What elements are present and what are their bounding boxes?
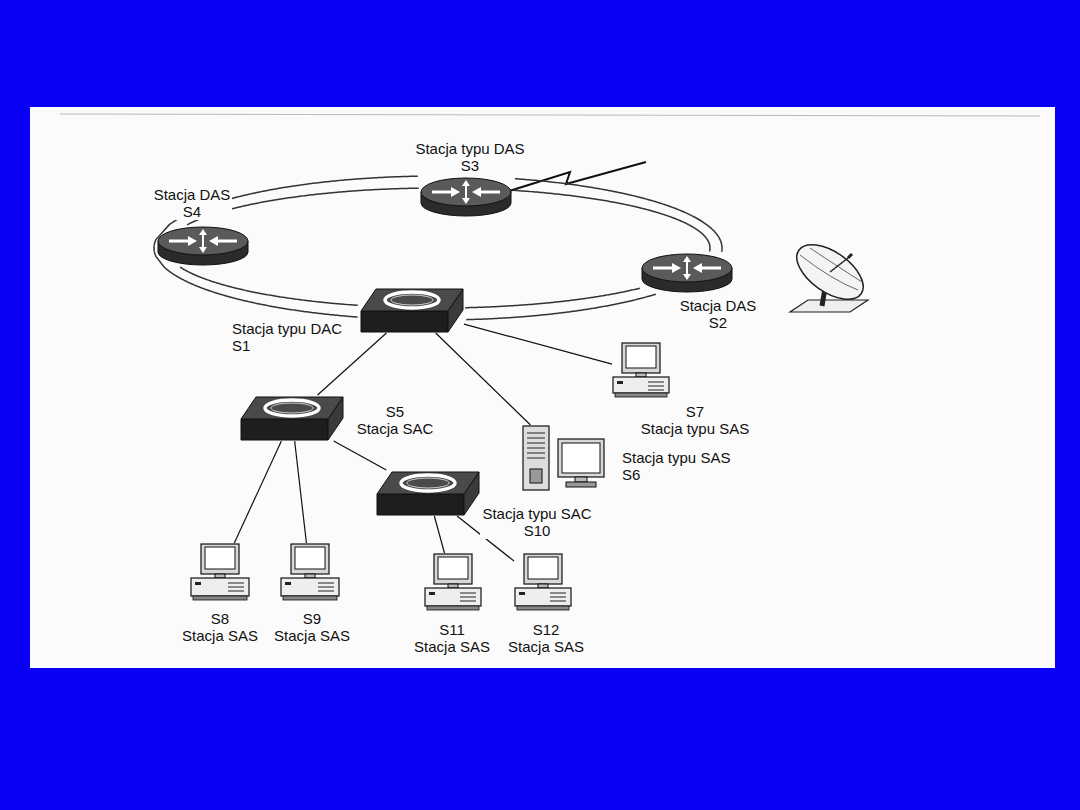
network-station: Stacja typu DAS S3	[420, 177, 512, 217]
station-label: S8 Stacja SAS	[180, 610, 260, 644]
link-line	[436, 333, 531, 425]
connection-line	[334, 441, 387, 470]
link-line	[234, 441, 281, 543]
station-label: S9 Stacja SAS	[272, 610, 352, 644]
station-label: S11 Stacja SAS	[412, 621, 492, 655]
network-station: S8 Stacja SAS	[190, 543, 250, 605]
das-station-icon	[420, 177, 512, 217]
workstation-icon	[612, 342, 670, 402]
station-label: Stacja DAS S2	[678, 297, 759, 331]
server-icon	[522, 425, 607, 491]
network-station: Stacja DAS S2	[641, 253, 733, 293]
ring-inner-line	[514, 190, 710, 251]
station-label: Stacja typu SAS S6	[620, 449, 732, 483]
connection-line	[464, 324, 612, 364]
satellite-dish	[787, 234, 872, 312]
workstation-icon	[424, 553, 482, 615]
link-line	[295, 441, 307, 543]
connection-line	[434, 516, 444, 553]
network-station: S9 Stacja SAS	[280, 543, 340, 605]
network-station: S5 Stacja SAC	[240, 395, 344, 441]
scan-edge	[60, 114, 1040, 116]
network-station: Stacja typu DAC S1	[360, 287, 464, 333]
concentrator-icon	[360, 287, 464, 333]
ring-inner-line	[465, 288, 640, 307]
station-label: Stacja DAS S4	[152, 186, 233, 220]
station-label: S7 Stacja typu SAS	[639, 403, 751, 437]
fddi-ring-segment	[465, 288, 656, 319]
link-line	[334, 441, 387, 470]
connection-line	[295, 441, 307, 543]
radio-link-bolt	[506, 162, 646, 192]
link-line	[464, 324, 612, 364]
link-line	[434, 516, 444, 553]
network-station: Stacja typu SAC S10	[376, 470, 480, 516]
ring-inner-line	[180, 267, 358, 305]
network-station: S11 Stacja SAS	[424, 553, 482, 615]
network-station: S12 Stacja SAS	[514, 553, 572, 615]
fddi-ring-segment	[514, 179, 722, 252]
workstation-icon	[514, 553, 572, 615]
station-label: Stacja typu SAC S10	[480, 505, 593, 539]
workstation-icon	[280, 543, 340, 605]
ring-outer-line	[515, 179, 722, 252]
network-station: Stacja DAS S4	[157, 226, 249, 266]
das-station-icon	[157, 226, 249, 266]
station-label: S5 Stacja SAC	[355, 403, 436, 437]
station-label: Stacja typu DAS S3	[413, 140, 526, 174]
concentrator-icon	[376, 470, 480, 516]
workstation-icon	[190, 543, 250, 605]
network-station: Stacja typu SAS S6	[522, 425, 607, 491]
connection-line	[234, 441, 281, 543]
concentrator-icon	[240, 395, 344, 441]
connection-line	[436, 333, 531, 425]
network-station: S7 Stacja typu SAS	[612, 342, 670, 402]
das-station-icon	[641, 253, 733, 293]
station-label: S12 Stacja SAS	[506, 621, 586, 655]
station-label: Stacja typu DAC S1	[230, 320, 344, 354]
